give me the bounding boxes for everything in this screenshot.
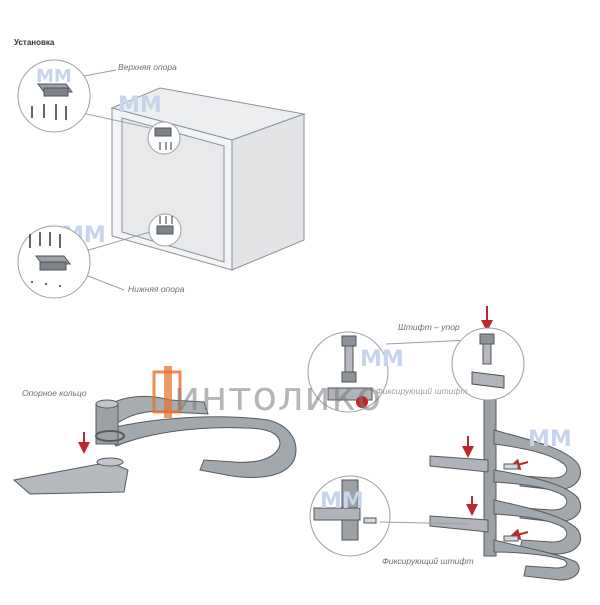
page-title: Установка bbox=[14, 38, 55, 47]
svg-text:MM: MM bbox=[36, 66, 72, 87]
brand-watermark: интолико bbox=[174, 374, 383, 420]
svg-text:MM: MM bbox=[118, 93, 162, 118]
callout-upper-support: Верхняя опора bbox=[118, 62, 177, 72]
svg-text:MM: MM bbox=[320, 489, 364, 514]
pole-assembly bbox=[429, 306, 581, 581]
callout-fixing-pin-bottom: Фиксирующий штифт bbox=[382, 556, 474, 566]
callout-fixing-pin-top: Фиксирующий штифт bbox=[376, 386, 468, 396]
fixing-pin-zoom bbox=[309, 475, 471, 557]
svg-text:MM: MM bbox=[360, 347, 404, 372]
lower-support-zoom bbox=[17, 225, 151, 299]
callout-stop-pin: Штифт – упор bbox=[398, 322, 460, 332]
logo-mark bbox=[152, 366, 182, 418]
blue-watermarks: MM MM MM bbox=[320, 347, 572, 514]
svg-text:MM: MM bbox=[528, 427, 572, 452]
stop-pin-top-zoom bbox=[451, 327, 525, 401]
callout-lower-support: Нижняя опора bbox=[128, 284, 185, 294]
callout-support-ring: Опорное кольцо bbox=[22, 388, 87, 398]
stop-pin-zoom bbox=[307, 331, 471, 413]
upper-support-in-cabinet bbox=[147, 121, 181, 155]
cabinet bbox=[110, 87, 306, 271]
lower-support-in-cabinet bbox=[148, 213, 182, 247]
upper-support-zoom: MM bbox=[17, 59, 151, 133]
